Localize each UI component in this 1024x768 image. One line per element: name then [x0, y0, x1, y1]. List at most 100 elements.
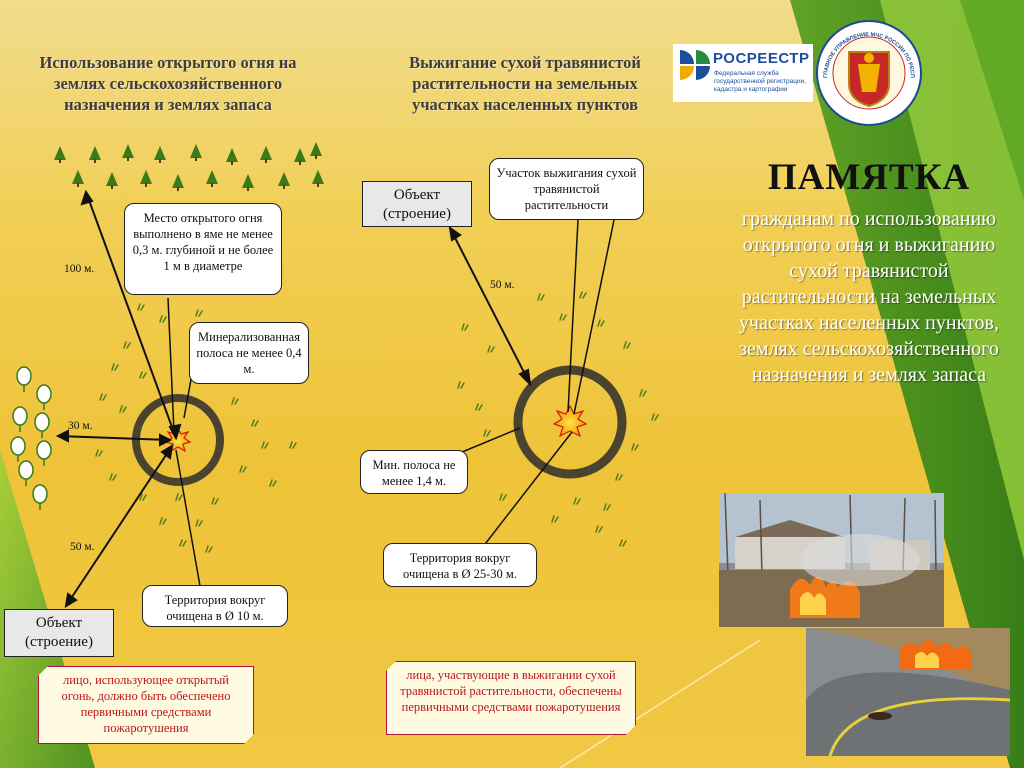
grass-tuft-icon: [651, 413, 659, 421]
grass-tuft-icon: [159, 315, 167, 323]
arrow-to-forest: [85, 191, 177, 439]
grass-tuft-icon: [631, 443, 639, 451]
place-callout: Место открытого огня выполнено в яме не …: [124, 203, 282, 295]
grass-tuft-icon: [619, 539, 627, 547]
grass-tuft-icon: [639, 389, 647, 397]
grass-tuft-icon: [573, 497, 581, 505]
deciduous-tree-icon: [12, 406, 28, 432]
deciduous-tree-icon: [18, 460, 34, 486]
grass-tuft-icon: [461, 323, 469, 331]
grass-tuft-icon: [559, 313, 567, 321]
deciduous-tree-icon: [34, 412, 50, 438]
deciduous-tree-icon: [36, 440, 52, 466]
fire-icon: [552, 404, 588, 438]
middle-arrows: [437, 219, 615, 549]
fire-icon: [164, 426, 192, 453]
dist-object-mid-label: 50 м.: [490, 279, 515, 291]
spruce-forest: [54, 142, 324, 191]
arrow-to-object: [65, 445, 173, 607]
pointer-cleared-mid: [481, 431, 573, 549]
deciduous-tree-icon: [10, 436, 26, 462]
spruce-tree-icon: [278, 172, 290, 189]
pointer-place: [167, 297, 175, 433]
grass-tuft-icon: [195, 309, 203, 317]
grass-tuft-icon: [579, 291, 587, 299]
dist-object-label: 50 м.: [70, 541, 95, 553]
deciduous-trees: [10, 366, 52, 510]
grass-tuft-icon: [139, 371, 147, 379]
grass-tuft-icon: [205, 545, 213, 553]
area-callout: Участок выжигания сухой травянистой раст…: [489, 158, 644, 220]
photo-burning-field: [719, 492, 944, 627]
left-heading: Использование открытого огня на землях с…: [39, 53, 297, 114]
rosreestr-logo-icon: [673, 44, 813, 102]
grass-tuft-icon: [95, 449, 103, 457]
arrow-to-object-mid: [449, 227, 531, 385]
grass-tuft-icon: [111, 363, 119, 371]
spruce-tree-icon: [312, 170, 324, 187]
grass-tuft-icon: [499, 493, 507, 501]
pointer-strip: [183, 373, 193, 419]
arrow-to-trees: [57, 435, 171, 441]
spruce-tree-icon: [190, 144, 202, 161]
grass-tuft-icon: [139, 493, 147, 501]
grass-middle: [457, 291, 659, 547]
grass-tuft-icon: [603, 503, 611, 511]
grass-tuft-icon: [239, 465, 247, 473]
mchs-emblem-icon: [816, 20, 922, 126]
dist-trees-label: 30 м.: [68, 420, 93, 432]
grass-tuft-icon: [269, 479, 277, 487]
spruce-tree-icon: [294, 148, 306, 165]
spruce-tree-icon: [310, 142, 322, 159]
spruce-tree-icon: [89, 146, 101, 163]
grass-tuft-icon: [179, 539, 187, 547]
grass-tuft-icon: [109, 473, 117, 481]
grass-tuft-icon: [623, 341, 631, 349]
spruce-tree-icon: [122, 144, 134, 161]
strip-callout-mid: Мин. полоса не менее 1,4 м.: [360, 450, 468, 494]
strip-callout: Минерализованная полоса не менее 0,4 м.: [189, 322, 309, 384]
deciduous-tree-icon: [32, 484, 48, 510]
grass-tuft-icon: [551, 515, 559, 523]
left-mineral-ring: [132, 394, 224, 486]
deciduous-tree-icon: [16, 366, 32, 392]
green-stripe-light: [880, 0, 1024, 560]
grass-tuft-icon: [119, 405, 127, 413]
grass-tuft-icon: [595, 525, 603, 533]
grass-tuft-icon: [615, 473, 623, 481]
grass-tuft-icon: [211, 497, 219, 505]
middle-warning-box: лица, участвующие в выжигании сухой трав…: [386, 661, 636, 735]
grass-tuft-icon: [123, 341, 131, 349]
grass-tuft-icon: [159, 517, 167, 525]
deciduous-tree-icon: [36, 384, 52, 410]
green-stripe-mid: [960, 0, 1024, 200]
spruce-tree-icon: [154, 146, 166, 163]
rosreestr-subtitle: Федеральная служба государственной регис…: [714, 70, 807, 93]
grass-tuft-icon: [457, 381, 465, 389]
pointer-cleared: [175, 449, 201, 587]
grass-tuft-icon: [137, 303, 145, 311]
grass-tuft-icon: [99, 393, 107, 401]
grass-left: [95, 303, 297, 553]
spruce-tree-icon: [260, 146, 272, 163]
decor-line: [559, 639, 761, 768]
grass-tuft-icon: [537, 293, 545, 301]
memo-title: ПАМЯТКА: [767, 157, 971, 198]
cleared-callout: Территория вокруг очищена в Ø 10 м.: [142, 585, 288, 627]
grass-tuft-icon: [175, 493, 183, 501]
pointer-area: [567, 219, 579, 413]
memo-body: гражданам по использованию открытого огн…: [739, 208, 999, 386]
grass-tuft-icon: [289, 441, 297, 449]
spruce-tree-icon: [172, 174, 184, 191]
spruce-tree-icon: [242, 174, 254, 191]
grass-tuft-icon: [597, 319, 605, 327]
rosreestr-name: РОСРЕЕСТР: [713, 50, 810, 67]
grass-tuft-icon: [231, 397, 239, 405]
grass-tuft-icon: [261, 441, 269, 449]
left-object-box: Объект (строение): [4, 609, 114, 657]
grass-tuft-icon: [195, 519, 203, 527]
middle-object-box: Объект (строение): [362, 181, 472, 227]
left-arrows: [55, 189, 201, 608]
